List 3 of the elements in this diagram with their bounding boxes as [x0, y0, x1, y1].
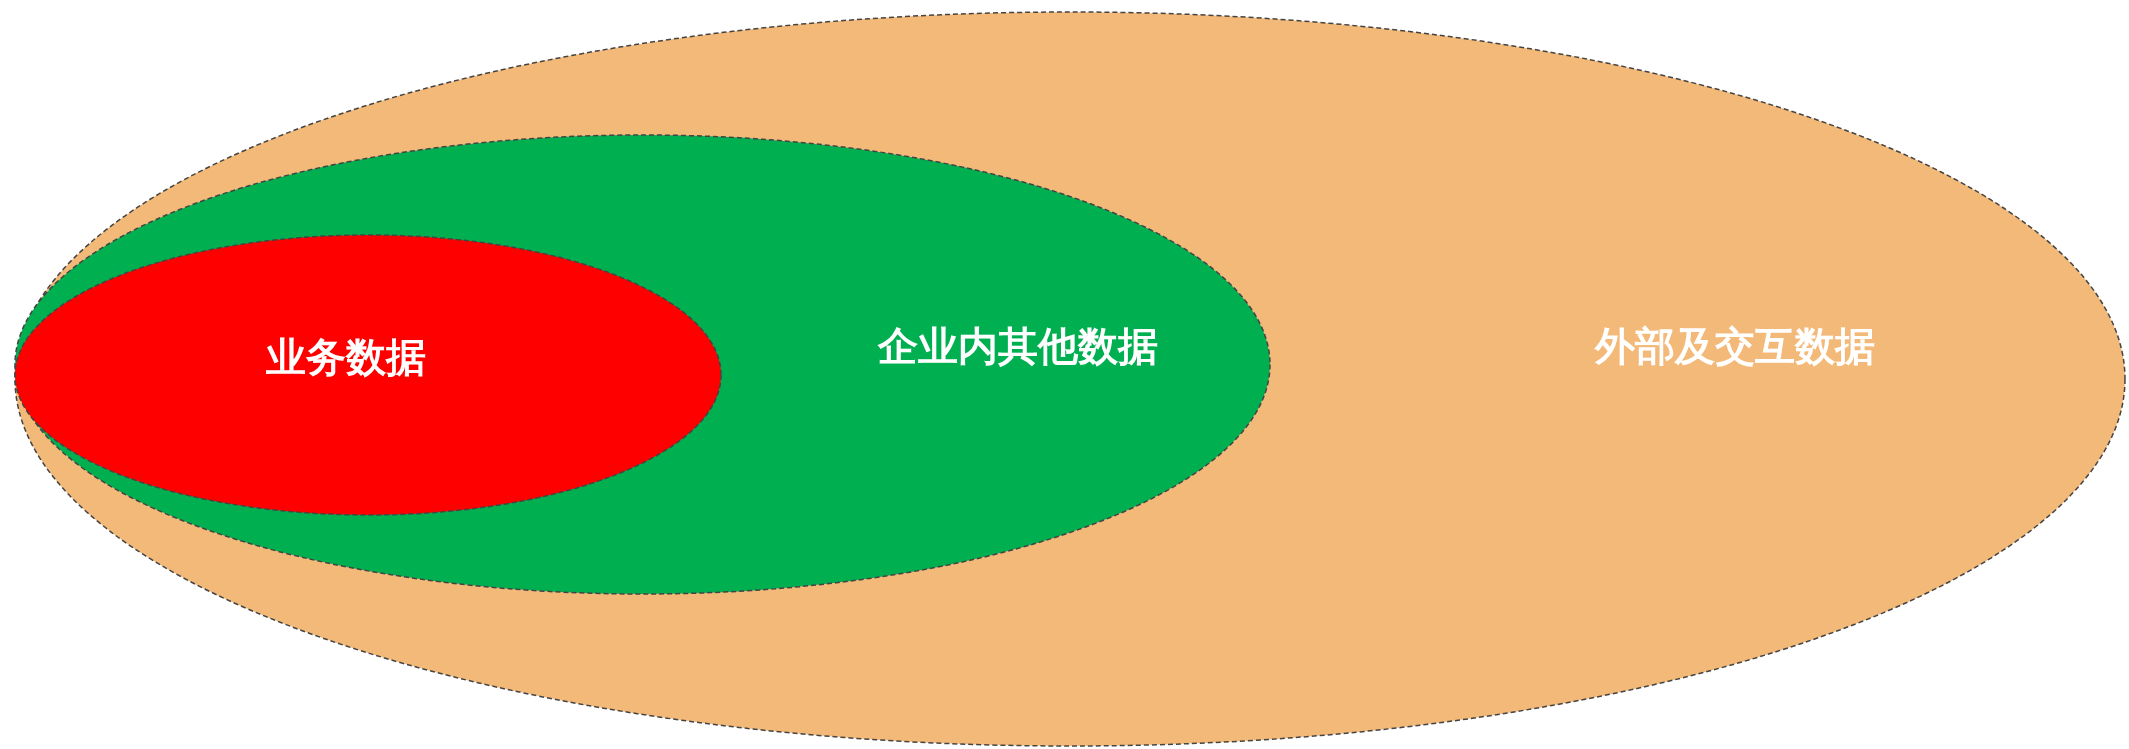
region-label: 外部及交互数据 — [1595, 322, 1875, 370]
region-label: 业务数据 — [266, 333, 426, 381]
region-label: 企业内其他数据 — [878, 322, 1158, 370]
